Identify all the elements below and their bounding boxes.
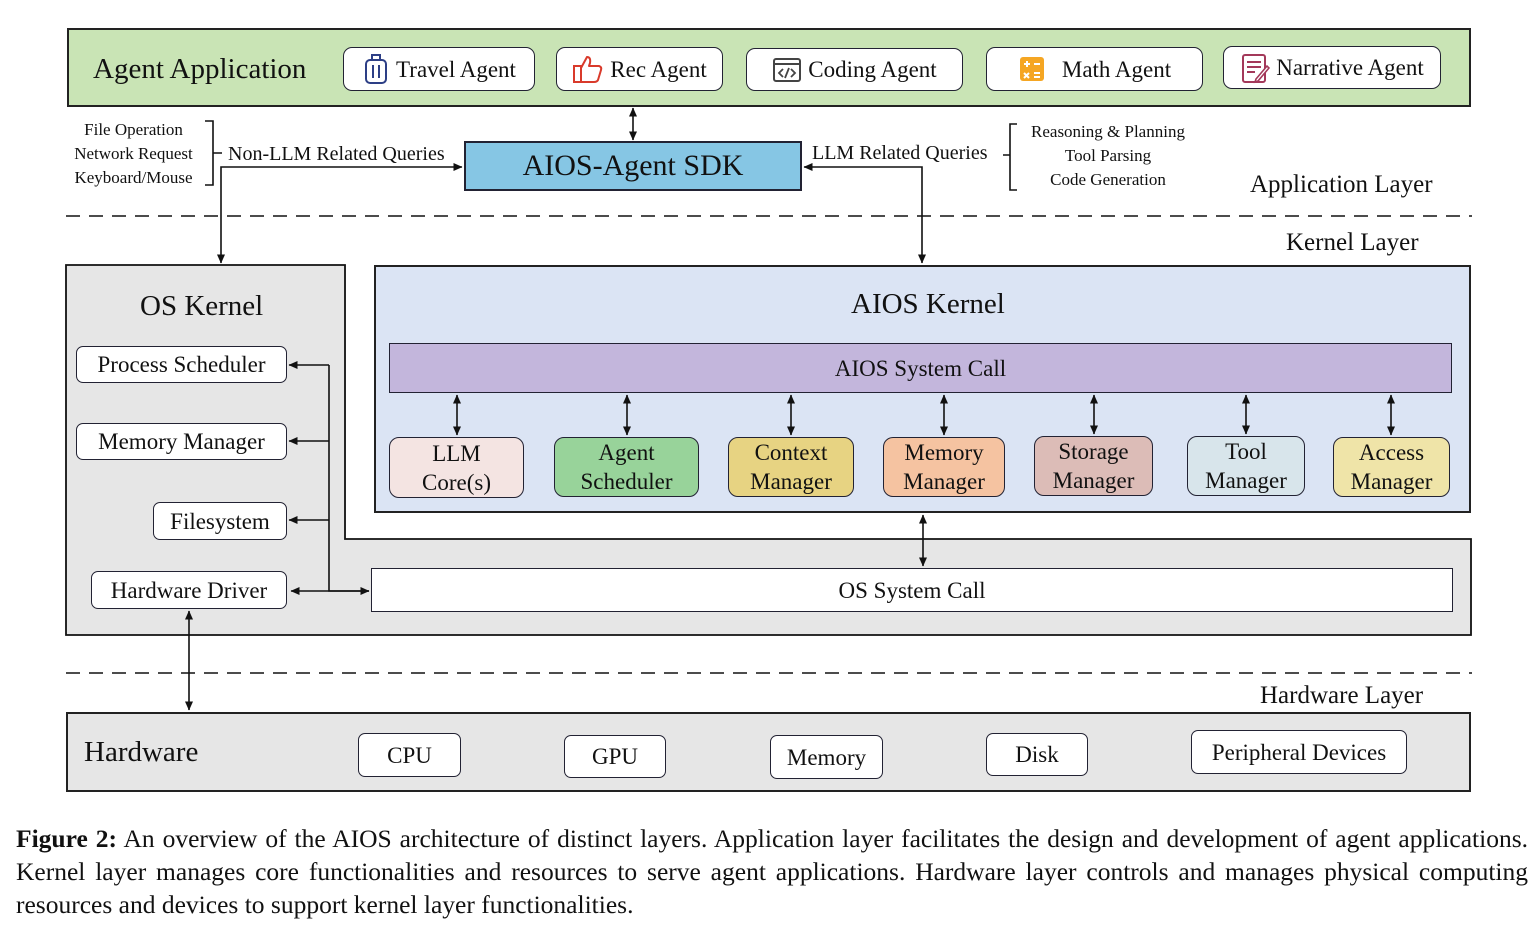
storage-manager-module: Storage Manager: [1034, 436, 1153, 496]
application-layer-label: Application Layer: [1250, 171, 1433, 198]
figure-label: Figure 2:: [16, 824, 117, 853]
hardware-layer-label: Hardware Layer: [1260, 682, 1424, 709]
non-llm-item: Network Request: [74, 144, 193, 163]
filesystem-box: Filesystem: [153, 502, 287, 540]
kernel-layer-label: Kernel Layer: [1286, 229, 1419, 256]
non-llm-bracket: [205, 120, 222, 186]
hardware-driver-label: Hardware Driver: [110, 577, 268, 603]
travel-agent-box: Travel Agent: [343, 47, 535, 91]
llm-core-module: LLM Core(s): [389, 437, 524, 498]
disk-label: Disk: [1015, 742, 1059, 767]
peripheral-devices-box: Peripheral Devices: [1191, 730, 1407, 774]
coding-agent-label: Coding Agent: [808, 57, 937, 82]
module-line: Tool: [1225, 439, 1267, 464]
agent-scheduler-module: Agent Scheduler: [554, 437, 699, 497]
luggage-icon: [365, 54, 388, 84]
code-window-icon: [773, 57, 802, 82]
access-manager-module: Access Manager: [1333, 437, 1450, 497]
thumbs-up-icon: [573, 56, 603, 83]
llm-item: Tool Parsing: [1064, 146, 1152, 165]
module-line: LLM: [432, 440, 481, 466]
document-pen-icon: [1242, 53, 1271, 83]
aios-system-call-label: AIOS System Call: [834, 355, 1007, 381]
hardware-title: Hardware: [84, 736, 199, 768]
module-line: Agent: [598, 440, 655, 465]
calculator-icon: [1019, 57, 1044, 81]
memory-manager-label: Memory Manager: [98, 429, 265, 454]
os-system-call-bar: OS System Call: [371, 568, 1453, 612]
rec-agent-box: Rec Agent: [556, 47, 723, 91]
non-llm-item: Keyboard/Mouse: [74, 168, 193, 187]
context-manager-module: Context Manager: [728, 437, 854, 497]
module-line: Context: [754, 440, 828, 465]
aios-agent-sdk: AIOS-Agent SDK: [464, 141, 802, 191]
cpu-box: CPU: [358, 733, 461, 777]
gpu-box: GPU: [564, 735, 666, 778]
non-llm-queries-label: Non-LLM Related Queries: [228, 143, 445, 165]
non-llm-arrow: [217, 163, 463, 264]
llm-item: Code Generation: [1050, 170, 1166, 189]
disk-box: Disk: [986, 733, 1088, 776]
module-line: Manager: [1052, 468, 1135, 493]
figure-caption: Figure 2: An overview of the AIOS archit…: [16, 822, 1528, 921]
memory-device-label: Memory: [786, 744, 867, 770]
narrative-agent-label: Narrative Agent: [1276, 55, 1424, 80]
cpu-label: CPU: [387, 742, 432, 768]
process-scheduler-box: Process Scheduler: [76, 346, 287, 383]
llm-queries-label: LLM Related Queries: [812, 142, 988, 164]
module-line: Manager: [1350, 469, 1433, 494]
math-agent-label: Math Agent: [1061, 56, 1172, 82]
module-line: Manager: [750, 469, 832, 494]
narrative-agent-box: Narrative Agent: [1223, 46, 1441, 89]
hardware-driver-box: Hardware Driver: [91, 571, 287, 609]
coding-agent-box: Coding Agent: [746, 48, 963, 91]
os-kernel-title: OS Kernel: [140, 290, 264, 322]
module-line: Access: [1358, 440, 1425, 465]
module-line: Manager: [903, 469, 985, 494]
tool-manager-module: Tool Manager: [1187, 436, 1305, 496]
os-system-call-label: OS System Call: [838, 577, 986, 603]
module-line: Manager: [1205, 468, 1287, 493]
module-line: Core(s): [422, 469, 491, 495]
peripheral-devices-label: Peripheral Devices: [1211, 739, 1387, 765]
llm-bracket: [1003, 123, 1017, 191]
module-line: Scheduler: [580, 469, 673, 494]
aios-system-call-bar: AIOS System Call: [389, 343, 1452, 393]
non-llm-query-list: File Operation Network Request Keyboard/…: [55, 118, 212, 190]
os-syscall-bus: [328, 365, 369, 592]
memory-manager-box: Memory Manager: [76, 423, 287, 460]
llm-item: Reasoning & Planning: [1031, 122, 1185, 141]
os-kernel-outline: [65, 264, 1472, 636]
aios-kernel-title: AIOS Kernel: [851, 288, 1005, 320]
filesystem-label: Filesystem: [170, 508, 270, 534]
non-llm-item: File Operation: [84, 120, 183, 139]
module-line: Storage: [1058, 439, 1129, 464]
aios-agent-sdk-label: AIOS-Agent SDK: [522, 149, 744, 182]
module-line: Memory: [904, 440, 984, 465]
figure-caption-text: An overview of the AIOS architecture of …: [16, 824, 1528, 919]
agent-application-title: Agent Application: [93, 53, 307, 85]
llm-arrow: [803, 163, 926, 264]
math-agent-box: Math Agent: [986, 47, 1203, 91]
process-scheduler-label: Process Scheduler: [97, 352, 266, 377]
memory-manager-module: Memory Manager: [883, 437, 1005, 497]
gpu-label: GPU: [591, 744, 638, 769]
travel-agent-label: Travel Agent: [396, 56, 516, 82]
memory-device-box: Memory: [770, 735, 883, 779]
rec-agent-label: Rec Agent: [610, 56, 707, 82]
llm-query-list: Reasoning & Planning Tool Parsing Code G…: [1018, 120, 1198, 192]
